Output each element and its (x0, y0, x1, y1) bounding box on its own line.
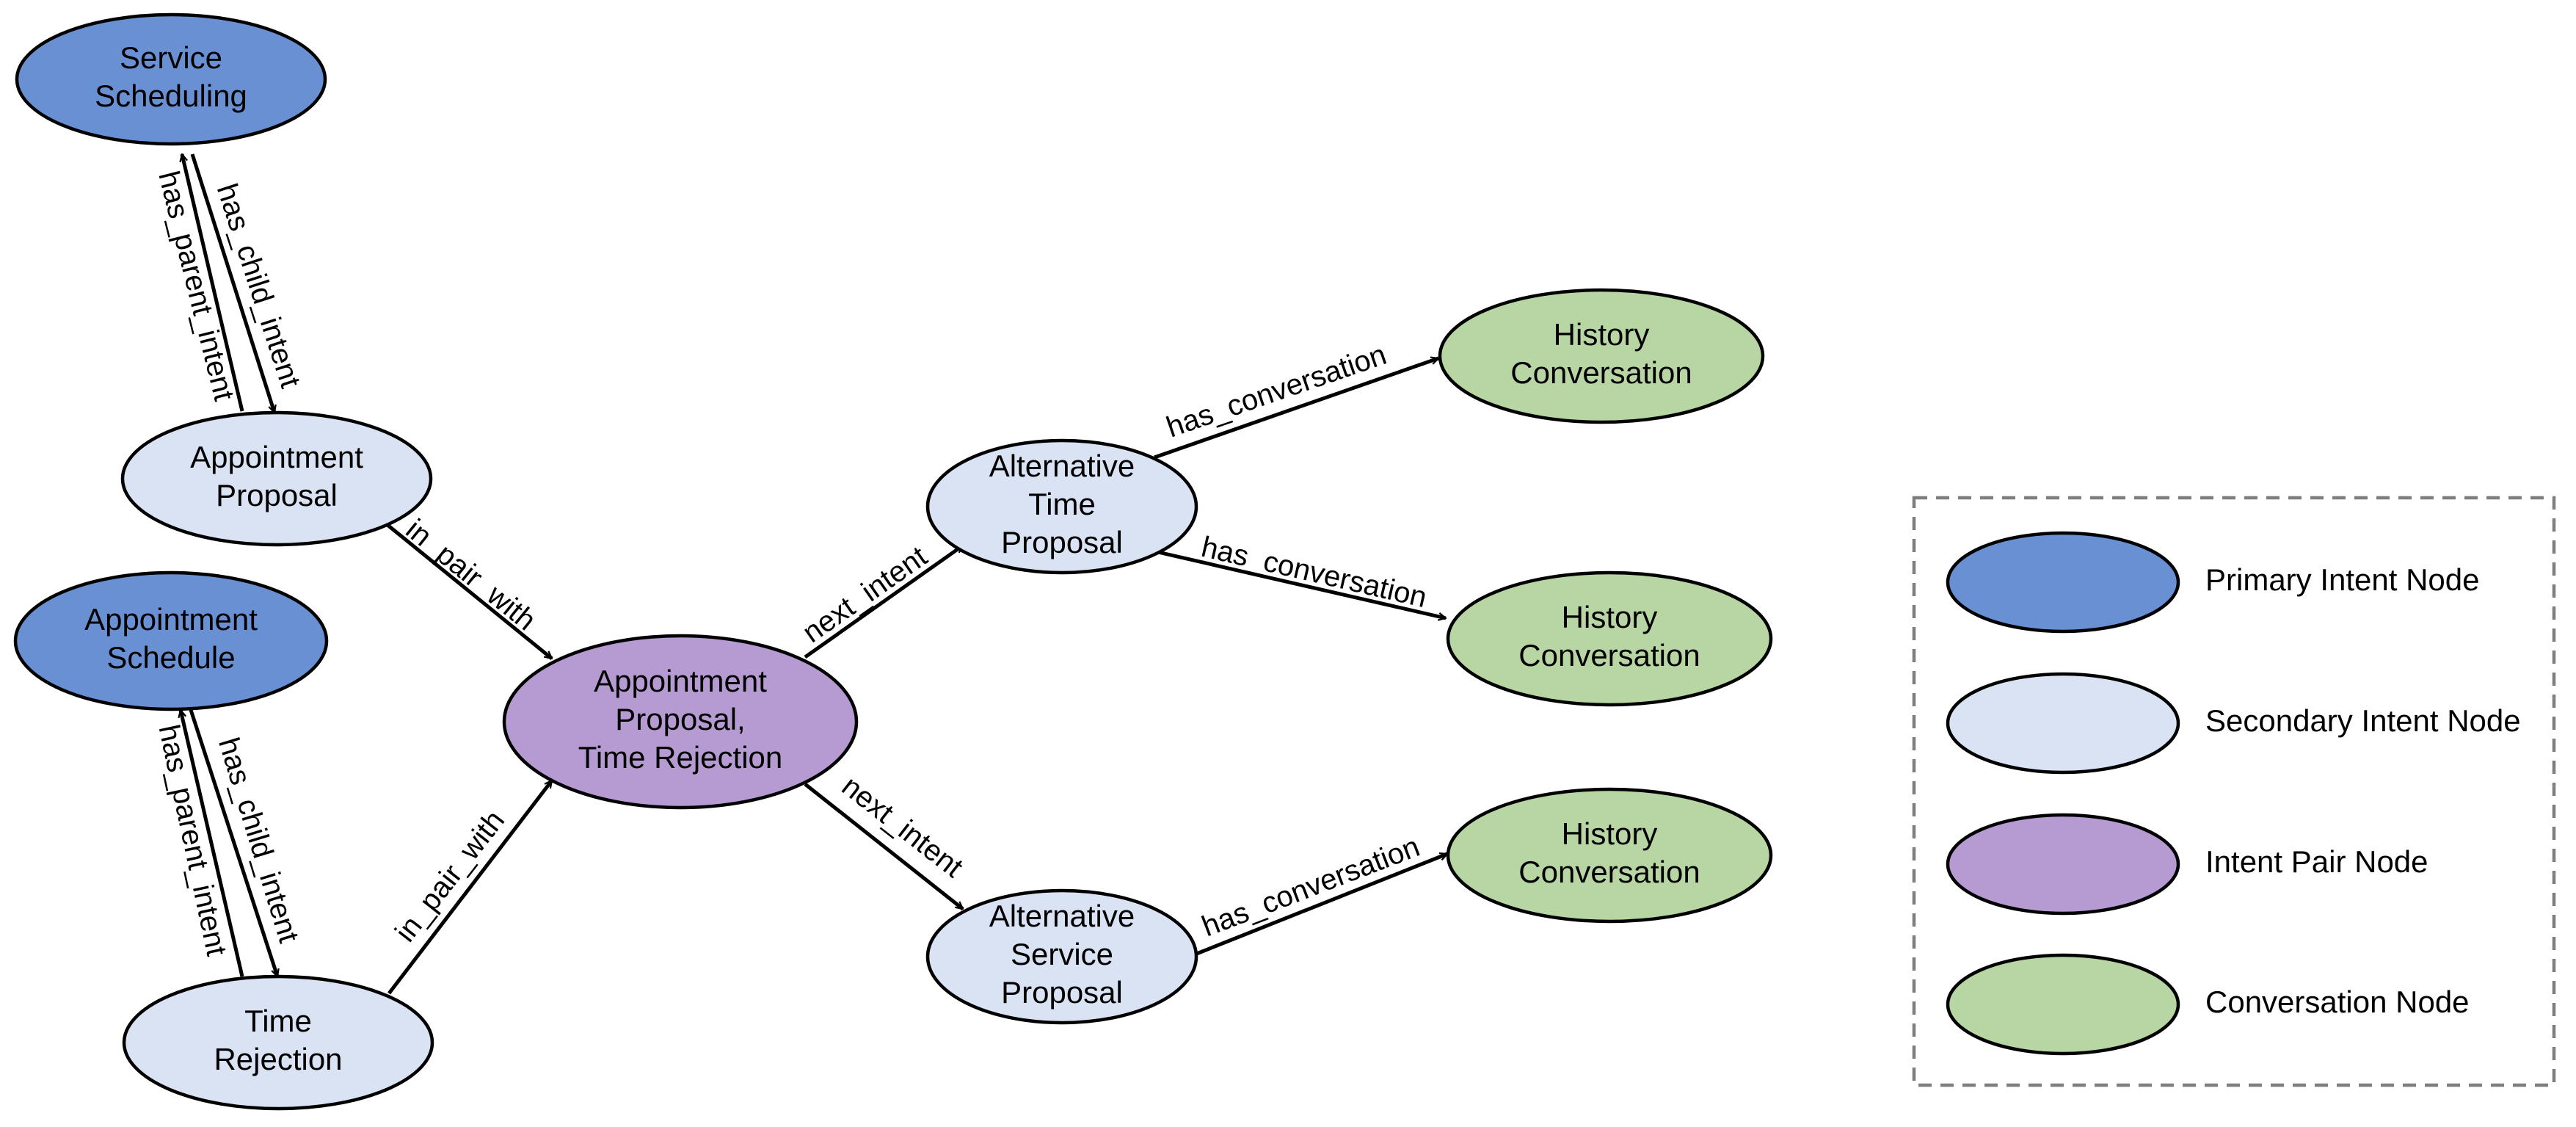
legend-swatch (1946, 672, 2180, 775)
edges-layer: has_parent_intenthas_child_intenthas_par… (152, 153, 1447, 995)
conversation-node-shape (1446, 787, 1773, 924)
node-label-line: Service (1011, 937, 1113, 971)
node-label-line: History (1562, 816, 1658, 851)
edge-label: next_intent (797, 540, 934, 649)
node-label-line: Time (244, 1004, 312, 1038)
node-label-line: Alternative (989, 899, 1135, 933)
node-label-line: Appointment (84, 602, 258, 637)
secondary-node-shape (925, 438, 1198, 575)
node-label-line: Alternative (989, 449, 1135, 483)
node-label-line: Proposal (216, 478, 338, 512)
edge-has-conversation: has_conversation (1157, 531, 1446, 618)
legend-label: Intent Pair Node (2205, 844, 2428, 879)
edge-label: has_conversation (1198, 830, 1424, 943)
edge-line (190, 153, 274, 413)
node-label-line: Rejection (214, 1042, 342, 1076)
conversation-node-shape (1438, 288, 1765, 424)
legend-swatch (1946, 813, 2180, 916)
node-label-line: Proposal (1001, 975, 1123, 1010)
node-label-line: Scheduling (95, 79, 247, 113)
legend-label: Conversation Node (2205, 985, 2470, 1019)
edge-label: has_conversation (1163, 338, 1391, 444)
legend-swatch (1946, 531, 2180, 634)
node-label-line: History (1554, 317, 1650, 352)
legend-label: Secondary Intent Node (2205, 703, 2521, 738)
legend-label: Primary Intent Node (2205, 562, 2480, 597)
node-label-line: Appointment (190, 440, 363, 474)
node-label-line: Service (120, 40, 222, 75)
edge-line (1157, 550, 1446, 618)
edge-in-pair-with: in_pair_with (388, 780, 553, 995)
edge-line (388, 780, 553, 995)
secondary-node-shape (120, 410, 433, 547)
edge-label: in_pair_with (400, 513, 542, 637)
node-label-line: History (1562, 600, 1658, 634)
node-label-line: Conversation (1510, 355, 1692, 390)
pair-node-shape (502, 634, 859, 810)
legend-item-secondary: Secondary Intent Node (1946, 672, 2521, 775)
legend-item-primary: Primary Intent Node (1946, 531, 2480, 634)
edge-line (1154, 358, 1438, 460)
edge-line (182, 154, 244, 412)
secondary-node-shape (122, 974, 434, 1111)
legend-border (1912, 496, 2556, 1087)
node-label-line: Schedule (106, 640, 235, 675)
edge-in-pair-with: in_pair_with (386, 513, 552, 660)
legend-swatch (1946, 953, 2180, 1056)
node-label-line: Proposal, (615, 702, 745, 736)
edge-line (189, 709, 277, 976)
edge-label: next_intent (836, 769, 969, 883)
conversation-node-shape (1446, 570, 1773, 707)
node-label-line: Proposal (1001, 525, 1123, 559)
legend-item-conversation: Conversation Node (1946, 953, 2470, 1056)
edge-next-intent: next_intent (804, 769, 969, 910)
node-label-line: Appointment (594, 664, 767, 698)
secondary-node-shape (925, 888, 1198, 1025)
edge-line (804, 783, 963, 910)
edge-line (181, 710, 244, 977)
edge-label: has_conversation (1198, 531, 1430, 614)
edge-line (804, 543, 963, 659)
edge-line (386, 523, 552, 660)
edge-line (1194, 852, 1447, 957)
edge-next-intent: next_intent (797, 540, 963, 659)
primary-node-shape (15, 12, 327, 146)
edge-label: in_pair_with (389, 805, 511, 948)
primary-node-shape (13, 570, 329, 711)
node-label-line: Time (1028, 487, 1096, 521)
nodes-layer: ServiceSchedulingAppointmentProposalAppo… (13, 12, 1773, 1111)
node-label-line: Conversation (1518, 638, 1700, 673)
node-label-line: Time Rejection (578, 740, 783, 775)
legend-item-pair: Intent Pair Node (1946, 813, 2428, 916)
edge-has-conversation: has_conversation (1194, 830, 1447, 957)
node-label-line: Conversation (1518, 855, 1700, 889)
edge-has-conversation: has_conversation (1154, 338, 1438, 460)
